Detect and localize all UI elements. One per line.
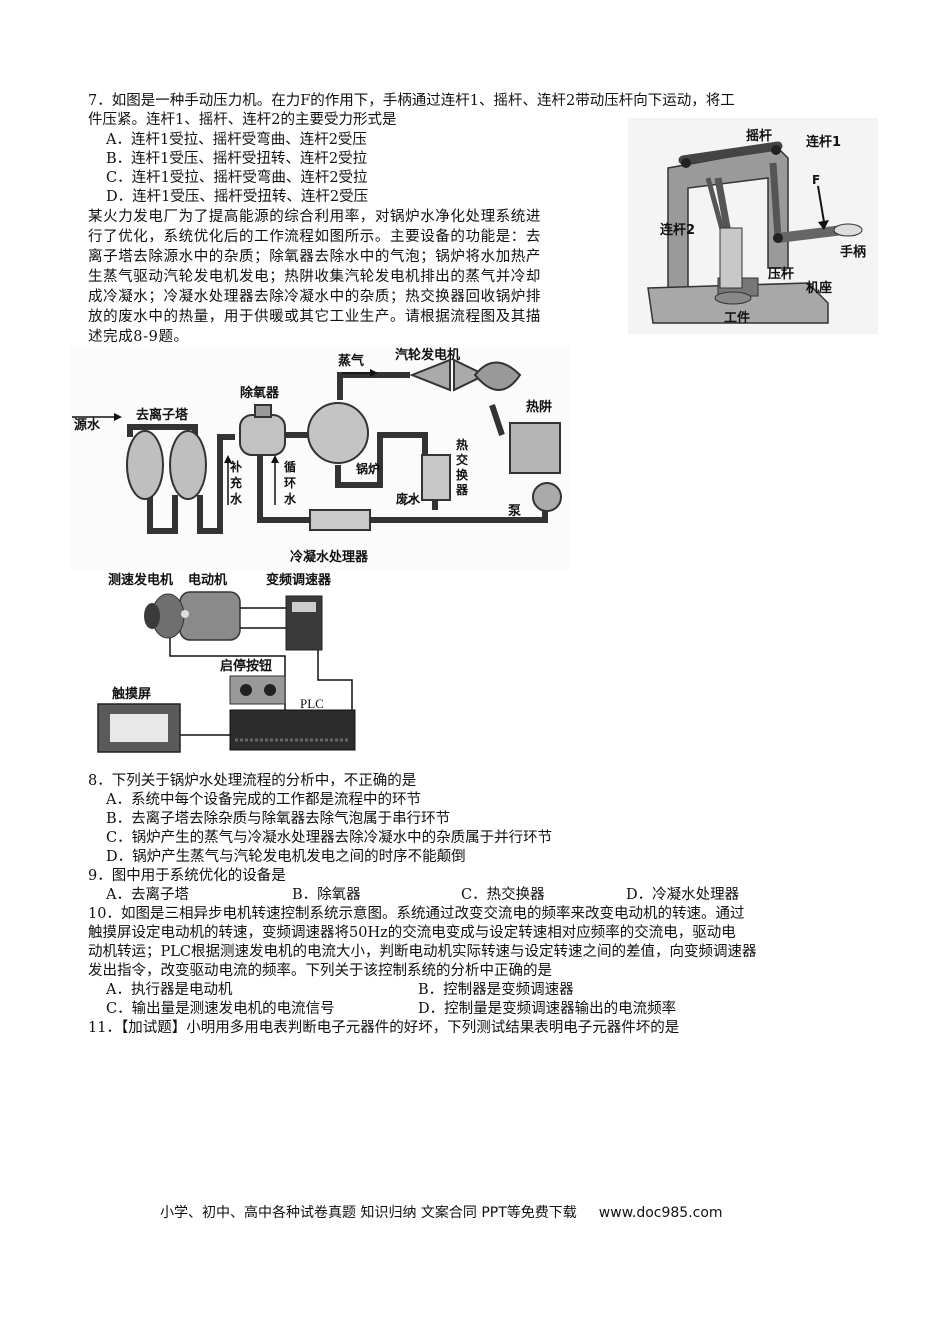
q7-option-b: B．连杆1受压、摇杆受扭转、连杆2受拉: [106, 151, 368, 167]
label-link1: 连杆1: [806, 134, 841, 150]
q8-option-d: D．锅炉产生蒸气与汽轮发电机发电之间的时序不能颠倒: [106, 849, 466, 865]
label-makeup-2: 充: [230, 475, 242, 490]
label-hotwell: 热阱: [526, 399, 552, 415]
q11-stem: 11．【加试题】小明用多用电表判断电子元器件的好坏，下列测试结果表明电子元器件坏…: [88, 1020, 680, 1036]
label-makeup-1: 补: [229, 459, 242, 474]
intro-line2: 行了优化，系统优化后的工作流程如图所示。主要设备的功能是：去: [88, 229, 541, 245]
label-source-water: 源水: [74, 417, 101, 433]
q10-option-c: C．输出量是测速发电机的电流信号: [106, 1001, 335, 1017]
intro-line3: 离子塔去除源水中的杂质；除氧器去除水中的气泡；锅炉将水加热产: [88, 249, 541, 265]
label-start-stop: 启停按钮: [220, 658, 272, 674]
q9-option-b: B．除氧器: [292, 887, 361, 903]
intro-line1: 某火力发电厂为了提高能源的综合利用率，对锅炉水净化处理系统进: [88, 209, 541, 225]
q7-option-d: D．连杆1受压、摇杆受扭转、连杆2受压: [106, 189, 369, 205]
label-deion-tower: 去离子塔: [136, 407, 189, 423]
q8-option-c: C．锅炉产生的蒸气与冷凝水处理器去除冷凝水中的杂质属于并行环节: [106, 830, 553, 846]
label-rocker: 摇杆: [746, 128, 772, 144]
label-recirc-1: 循: [284, 459, 296, 474]
footer-url[interactable]: www.doc985.com: [598, 1205, 723, 1221]
q10-line2: 触摸屏设定电动机的转速，变频调速器将50Hz的交流电变成与设定转速相对应频率的交…: [88, 925, 736, 941]
label-recirc-2: 环: [284, 476, 296, 490]
intro-line6: 放的废水中的热量，用于供暖或其它工业生产。请根据流程图及其描: [88, 309, 541, 325]
label-vfd: 变频调速器: [266, 572, 332, 588]
label-hx-4: 器: [455, 483, 469, 497]
label-hx-2: 交: [456, 452, 468, 467]
label-hx-3: 换: [456, 467, 469, 482]
label-touch-screen: 触摸屏: [111, 686, 151, 702]
q9-option-c: C．热交换器: [461, 887, 545, 903]
footer-text: 小学、初中、高中各种试卷真题 知识归纳 文案合同 PPT等免费下载: [160, 1205, 577, 1221]
label-link2: 连杆2: [660, 222, 695, 238]
footer: 小学、初中、高中各种试卷真题 知识归纳 文案合同 PPT等免费下载 www.doc…: [160, 1202, 723, 1222]
q10-line4: 发出指令，改变驱动电流的频率。下列关于该控制系统的分析中正确的是: [88, 963, 552, 979]
q10-option-d: D．控制量是变频调速器输出的电流频率: [418, 1001, 677, 1017]
label-pump: 泵: [508, 504, 521, 519]
label-turbine: 汽轮发电机: [395, 347, 460, 363]
label-motor: 电动机: [188, 572, 227, 588]
q9-option-d: D．冷凝水处理器: [626, 887, 740, 903]
label-makeup-3: 水: [230, 491, 243, 506]
label-deaerator: 除氧器: [240, 385, 280, 401]
q7-stem-line1: 7．如图是一种手动压力机。在力F的作用下，手柄通过连杆1、摇杆、连杆2带动压杆向…: [88, 93, 735, 109]
q10-option-b: B．控制器是变频调速器: [418, 982, 574, 998]
label-force: F: [812, 173, 820, 187]
label-plc: PLC: [300, 696, 324, 711]
q7-option-a: A．连杆1受拉、摇杆受弯曲、连杆2受压: [106, 132, 367, 148]
label-recirc-3: 水: [284, 491, 297, 506]
label-tacho: 测速发电机: [108, 572, 173, 588]
press-machine-figure: 摇杆 连杆1 F 连杆2 手柄 压杆 机座 工件: [628, 118, 878, 334]
label-waste-water: 废水: [396, 491, 421, 506]
q10-option-a: A．执行器是电动机: [106, 982, 233, 998]
q8-option-a: A．系统中每个设备完成的工作都是流程中的环节: [106, 792, 421, 808]
intro-line5: 成冷凝水；冷凝水处理器去除冷凝水中的杂质；热交换器回收锅炉排: [88, 289, 541, 305]
intro-line4: 生蒸气驱动汽轮发电机发电；热阱收集汽轮发电机排出的蒸气并冷却: [88, 269, 541, 285]
label-ram: 压杆: [768, 266, 794, 282]
boiler-flow-figure: 源水 去离子塔 除氧器 蒸气 汽轮发电机 热阱 补 充 水 循 环 水 锅炉 热…: [70, 345, 570, 570]
q8-option-b: B．去离子塔去除杂质与除氧器去除气泡属于串行环节: [106, 811, 451, 827]
label-condensate: 冷凝水处理器: [290, 549, 369, 565]
q10-line3: 动机转运；PLC根据测速发电机的电流大小，判断电动机实际转速与设定转速之间的差值…: [88, 944, 757, 960]
q9-option-a: A．去离子塔: [106, 887, 189, 903]
label-hx-1: 热: [456, 437, 468, 452]
q7-option-c: C．连杆1受拉、摇杆受弯曲、连杆2受拉: [106, 170, 368, 186]
q7-stem-line2: 件压紧。连杆1、摇杆、连杆2的主要受力形式是: [88, 112, 397, 128]
label-handle: 手柄: [840, 244, 866, 260]
q9-stem: 9．图中用于系统优化的设备是: [88, 868, 286, 884]
label-workpiece: 工件: [724, 310, 750, 326]
label-boiler: 锅炉: [356, 461, 380, 476]
intro-line7: 述完成8-9题。: [88, 329, 189, 345]
motor-control-figure: 测速发电机 电动机 变频调速器 启停按钮 PLC 触摸屏: [90, 570, 365, 770]
q8-stem: 8．下列关于锅炉水处理流程的分析中，不正确的是: [88, 773, 417, 789]
label-steam: 蒸气: [338, 353, 364, 369]
label-base: 机座: [806, 280, 832, 296]
q10-line1: 10．如图是三相异步电机转速控制系统示意图。系统通过改变交流电的频率来改变电动机…: [88, 906, 745, 922]
